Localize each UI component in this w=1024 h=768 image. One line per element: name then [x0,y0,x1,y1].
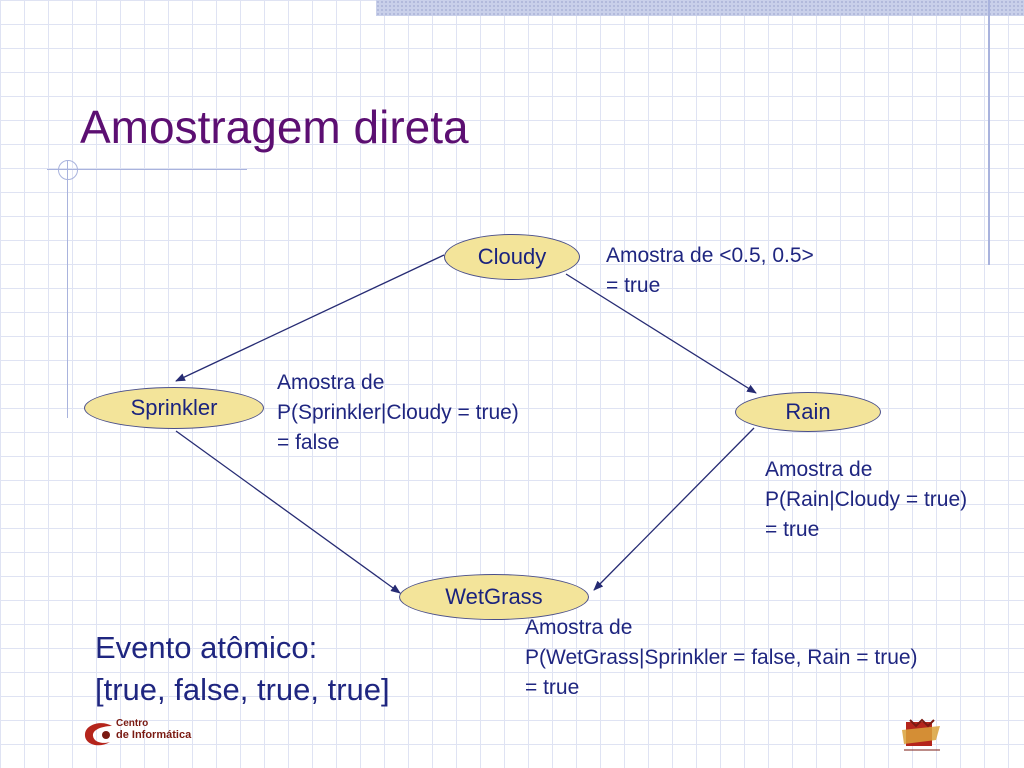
annotation-line: = true [606,274,661,297]
cin-logo-line1: Centro [116,718,149,729]
annotation-cloudy: Amostra de <0.5, 0.5> = true [606,241,814,301]
node-cloudy: Cloudy [444,234,580,280]
annotation-line: = false [277,431,340,454]
annotation-line: P(WetGrass|Sprinkler = false, Rain = tru… [525,646,918,669]
cin-logo: Centro de Informática [82,716,192,752]
ufpe-logo [900,716,944,756]
edge-sprinkler-wetgrass [175,430,401,594]
annotation-line: Amostra de [525,616,633,639]
header-decoration-bar [376,0,1024,16]
annotation-line: = true [765,518,820,541]
annotation-line: Amostra de [765,458,873,481]
atomic-event-label: Evento atômico: [95,630,318,665]
annotation-line: P(Sprinkler|Cloudy = true) [277,401,519,424]
edge-rain-wetgrass [593,427,755,591]
node-rain: Rain [735,392,881,432]
annotation-rain: Amostra de P(Rain|Cloudy = true) = true [765,455,967,545]
ufpe-seal-icon [902,718,940,751]
node-sprinkler: Sprinkler [84,387,264,429]
edge-cloudy-rain [565,273,757,394]
atomic-event-text: Evento atômico: [true, false, true, true… [95,627,390,711]
decorative-vertical-line [988,0,990,265]
atomic-event-value: [true, false, true, true] [95,672,390,707]
node-wetgrass: WetGrass [399,574,589,620]
edge-cloudy-sprinkler [175,254,445,382]
annotation-wetgrass: Amostra de P(WetGrass|Sprinkler = false,… [525,613,918,703]
title-underline [47,169,247,170]
decorative-left-line [67,160,68,418]
decorative-circle [58,160,78,180]
cin-logo-line2: de Informática [116,729,192,741]
annotation-line: Amostra de [277,371,385,394]
annotation-line: P(Rain|Cloudy = true) [765,488,968,511]
annotation-line: = true [525,676,580,699]
annotation-line: Amostra de <0.5, 0.5> [606,244,814,267]
cin-logo-mark-icon [84,723,112,746]
slide-title: Amostragem direta [80,101,469,153]
annotation-sprinkler: Amostra de P(Sprinkler|Cloudy = true) = … [277,368,519,458]
